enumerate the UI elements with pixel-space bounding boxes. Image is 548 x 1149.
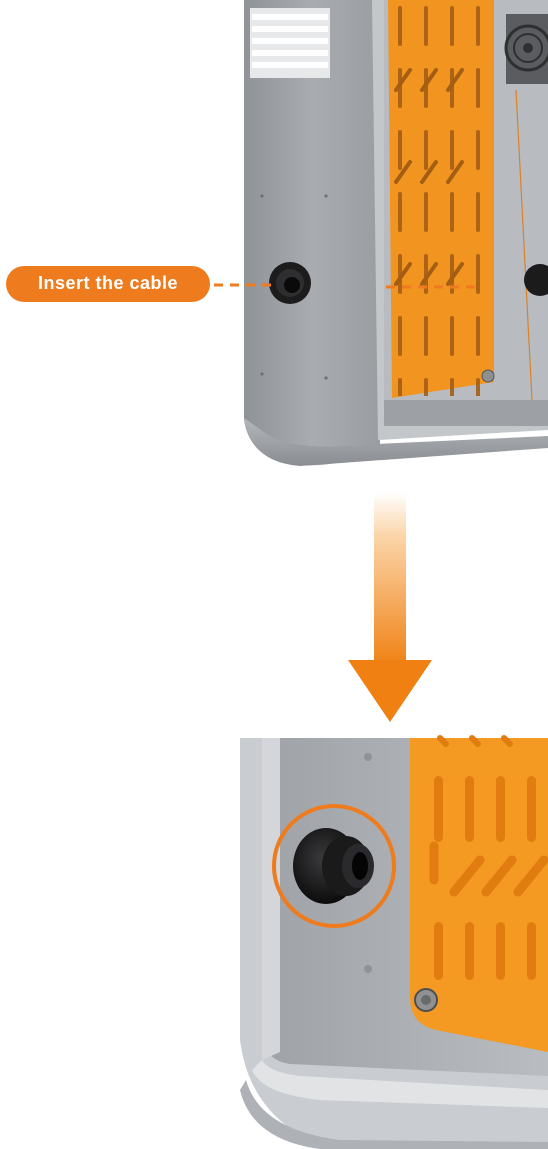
cable-gland <box>269 262 311 304</box>
arrow-down-icon <box>348 492 432 722</box>
mounting-plate <box>388 0 494 398</box>
callout-label: Insert the cable <box>6 266 210 302</box>
fan-icon <box>506 14 548 84</box>
enclosure-zoom-view <box>240 738 548 1149</box>
vent-grille <box>250 8 330 78</box>
mounting-plate-zoom <box>410 738 548 1052</box>
enclosure-top-view <box>244 0 548 466</box>
